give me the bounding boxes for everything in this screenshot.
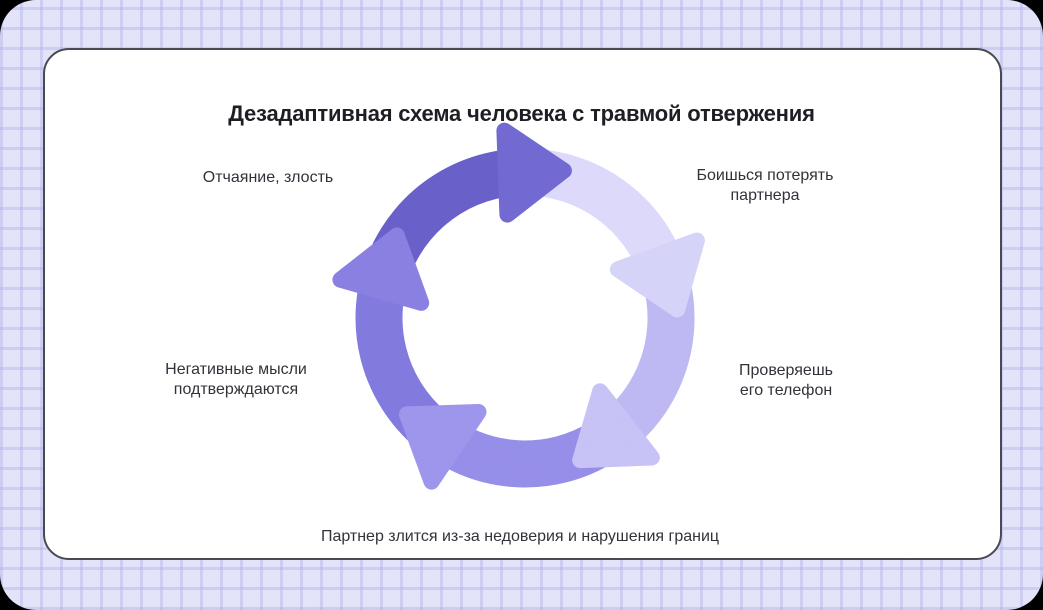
arrow-icon-despair-to-fear	[496, 122, 572, 223]
cycle-step-label-check-phone: Проверяешь его телефон	[739, 362, 833, 399]
cycle-step-label-negative-thoughts: Негативные мысли подтверждаются	[165, 361, 307, 398]
cycle-step-label-fear: Боишься потерять партнера	[696, 167, 834, 204]
cycle-step-label-partner-angry: Партнер злится из-за недоверия и нарушен…	[320, 528, 720, 545]
cycle-step-label-despair: Отчаяние, злость	[202, 169, 334, 186]
page-title: Дезадаптивная схема человека с травмой о…	[228, 100, 815, 126]
